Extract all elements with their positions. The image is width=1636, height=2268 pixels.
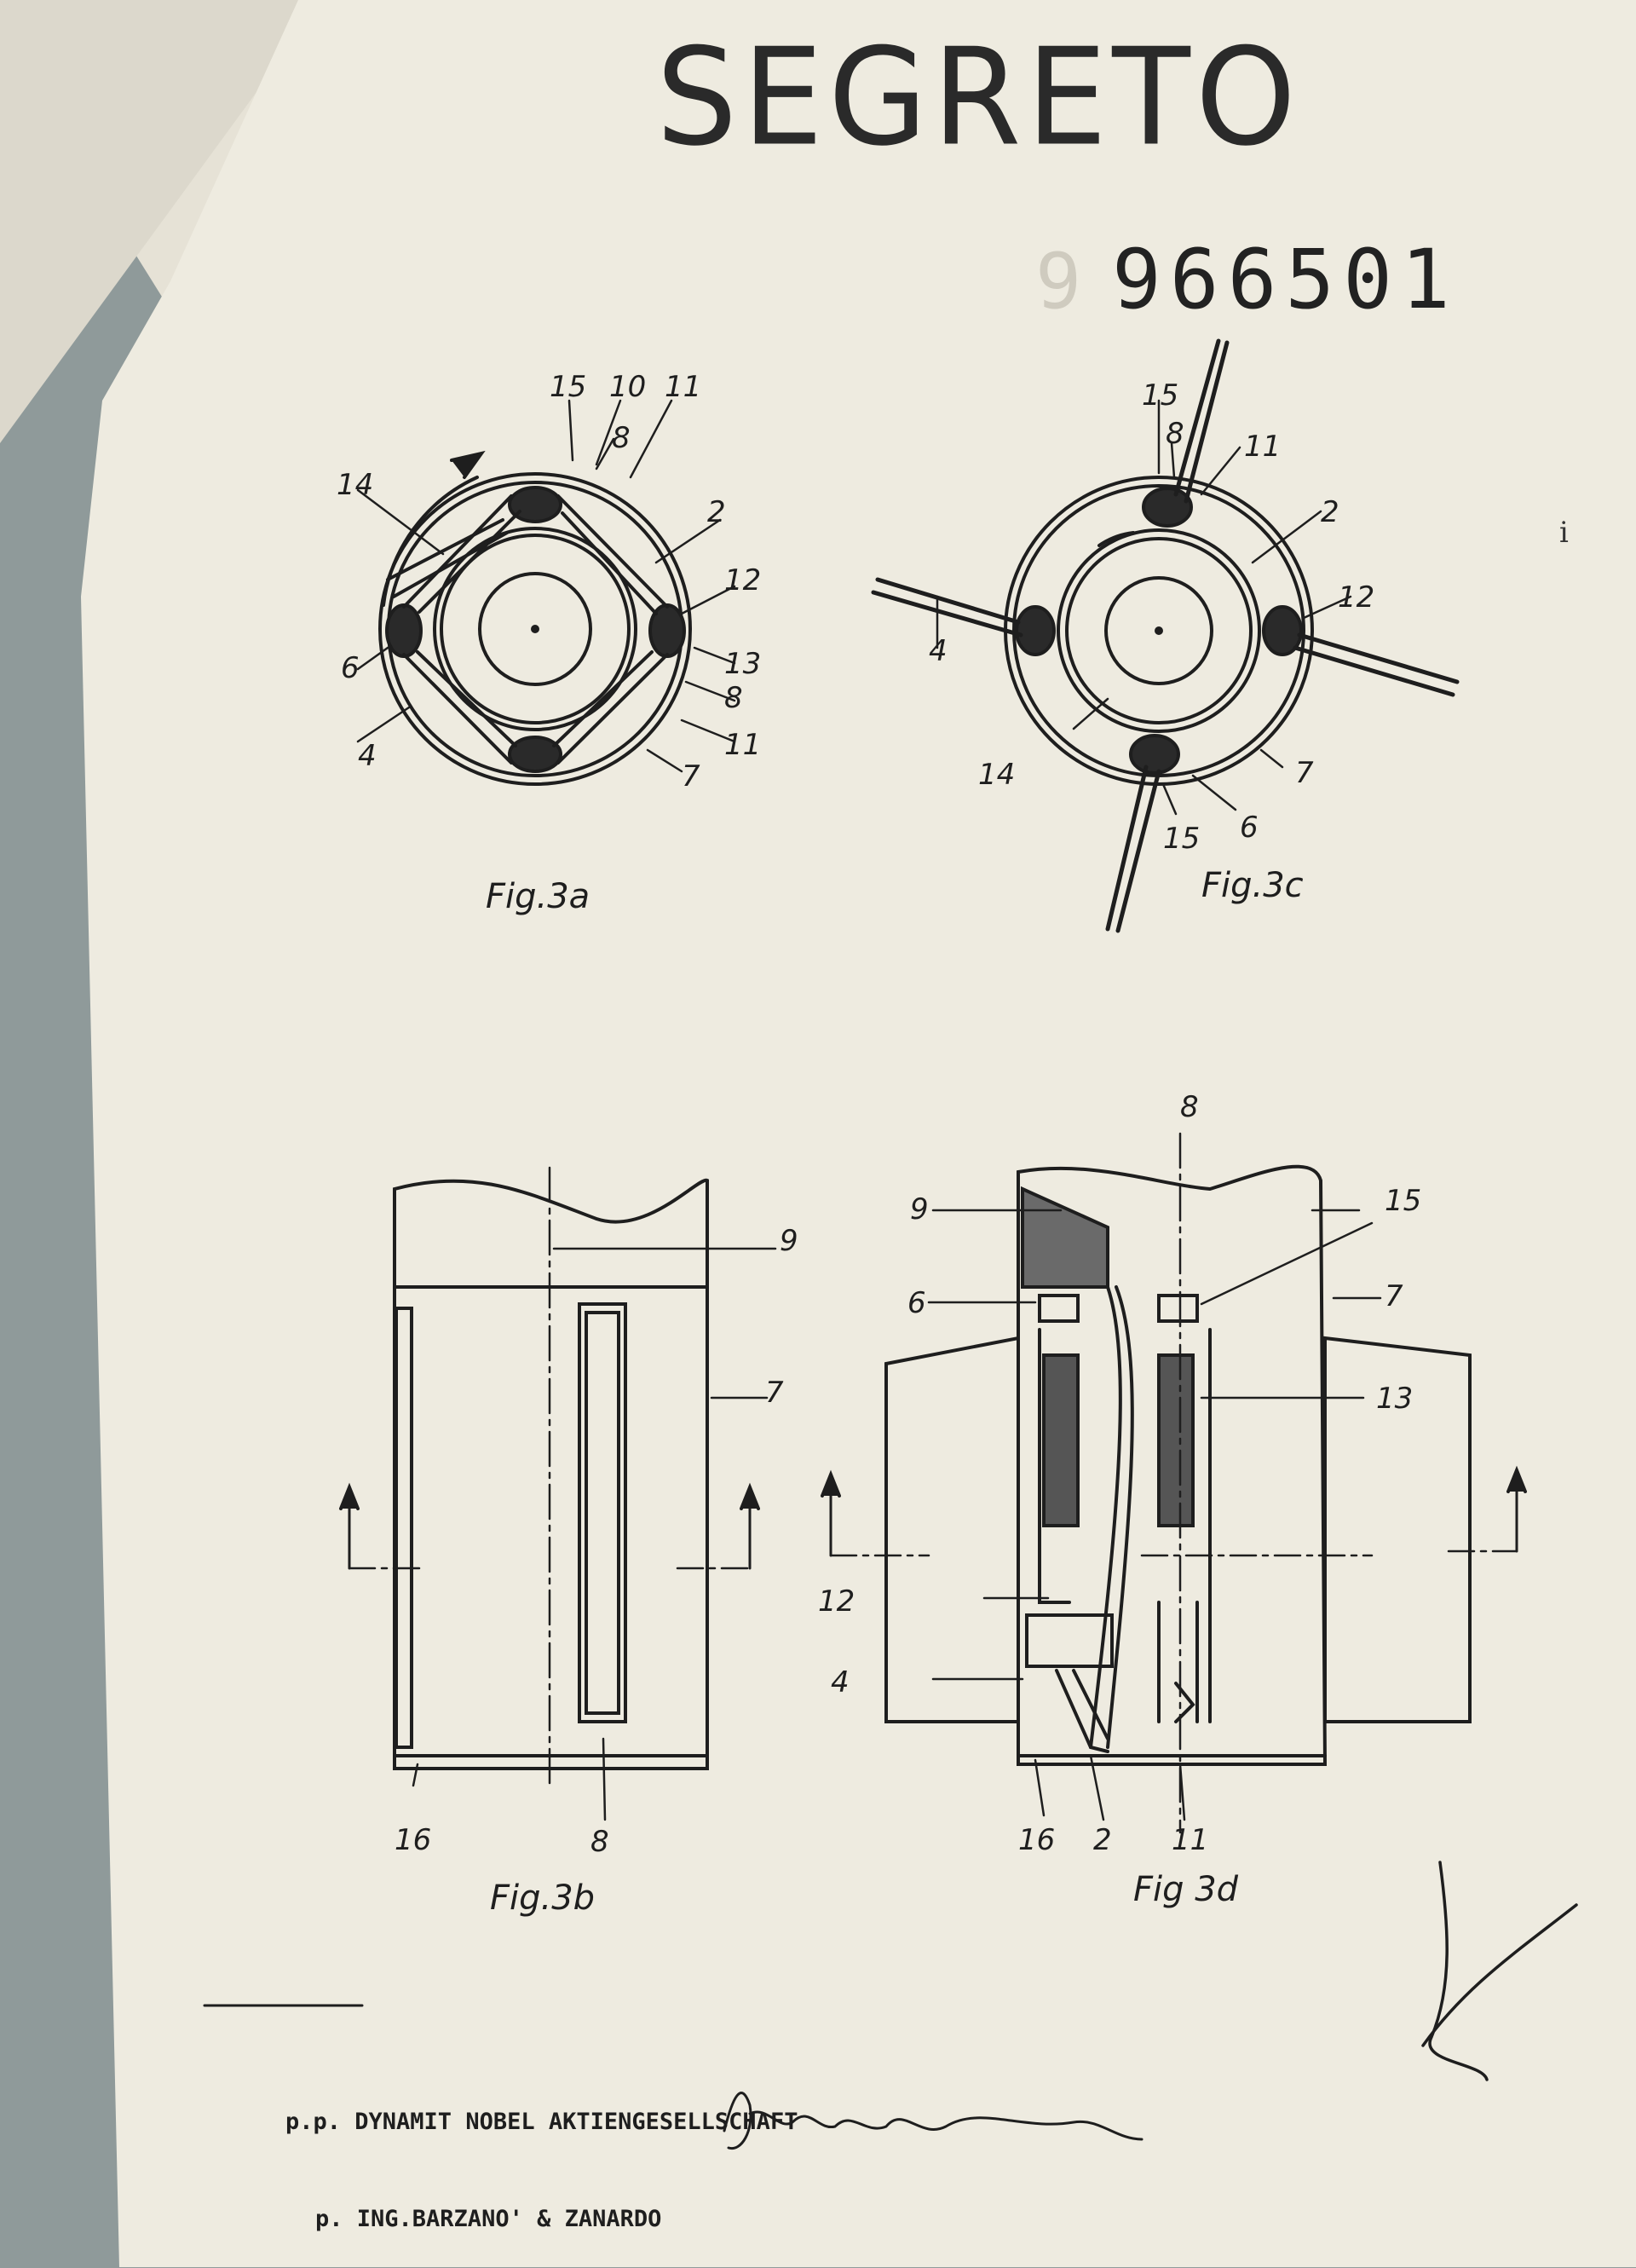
fig3d-reference-label: 6 [907, 1286, 926, 1320]
applicant-block: p.p. DYNAMIT NOBEL AKTIENGESELLSCHAFT p.… [285, 2041, 798, 2268]
fig3c-reference-label: 7 [1295, 756, 1314, 790]
fig3a-reference-label: 10 [609, 370, 646, 404]
fig3a-reference-label: 6 [341, 651, 360, 685]
fig3a-reference-label: 11 [665, 370, 701, 404]
fig3a-reference-label: 13 [724, 647, 761, 681]
figure-3a-drawing [356, 399, 736, 786]
fig3d-caption: Fig 3d [1133, 1870, 1239, 1909]
fig3c-reference-label: 6 [1240, 811, 1259, 845]
fig3d-reference-label: 2 [1093, 1823, 1112, 1857]
applicant-line-2: p. ING.BARZANO' & ZANARDO [315, 2206, 662, 2232]
fig3d-reference-label: 16 [1018, 1823, 1055, 1857]
fig3b-caption: Fig.3b [490, 1878, 595, 1918]
fig3d-reference-label: 12 [818, 1584, 855, 1619]
fig3a-reference-label: 7 [682, 759, 700, 794]
fig3c-reference-label: 11 [1244, 430, 1281, 464]
fig3c-reference-label: 14 [978, 758, 1015, 792]
fig3b-reference-label: 9 [780, 1224, 798, 1258]
fig3a-reference-label: 11 [724, 728, 761, 762]
fig3c-caption: Fig.3c [1201, 866, 1304, 905]
fig3c-reference-label: 4 [929, 634, 948, 668]
secret-stamp: SEGRETO [656, 20, 1301, 176]
figure-3b-drawing [339, 1166, 777, 1821]
fig3a-caption: Fig.3a [486, 877, 590, 916]
fig3d-reference-label: 4 [831, 1665, 850, 1700]
fig3a-reference-label: 4 [358, 739, 377, 773]
fig3d-reference-label: 9 [910, 1192, 929, 1226]
fig3c-reference-label: 15 [1163, 822, 1200, 856]
fig3b-reference-label: 16 [395, 1823, 431, 1857]
figure-3c-drawing [871, 338, 1460, 933]
fig3d-reference-label: 8 [1180, 1090, 1199, 1124]
fig3d-reference-label: 13 [1376, 1382, 1413, 1416]
fig3a-reference-label: 8 [724, 681, 743, 715]
handwritten-signature [723, 2092, 1143, 2150]
fig3b-reference-label: 7 [765, 1376, 784, 1410]
fig3c-reference-label: 2 [1321, 495, 1339, 529]
fig3a-reference-label: 15 [550, 370, 586, 404]
applicant-line-1: p.p. DYNAMIT NOBEL AKTIENGESELLSCHAFT [285, 2109, 798, 2135]
fig3c-reference-label: 12 [1338, 580, 1374, 615]
ghost-number-fragment: 9 [1035, 237, 1082, 326]
fig3a-reference-label: 2 [707, 495, 726, 529]
fig3a-reference-label: 14 [337, 468, 373, 502]
fig3a-reference-label: 8 [612, 421, 631, 455]
handwritten-initial [1421, 1861, 1578, 2081]
fig3c-reference-label: 8 [1166, 417, 1184, 451]
fig3d-reference-label: 11 [1172, 1823, 1208, 1857]
stray-mark: i [1559, 516, 1569, 550]
fig3b-reference-label: 8 [590, 1825, 609, 1859]
fig3c-reference-label: 15 [1142, 378, 1178, 413]
document-number-stamp: 966501 [1112, 232, 1459, 327]
fig3a-reference-label: 12 [724, 563, 761, 597]
fig3d-reference-label: 15 [1385, 1184, 1421, 1218]
fig3d-reference-label: 7 [1385, 1279, 1403, 1313]
figure-3d-drawing [821, 1132, 1527, 1834]
